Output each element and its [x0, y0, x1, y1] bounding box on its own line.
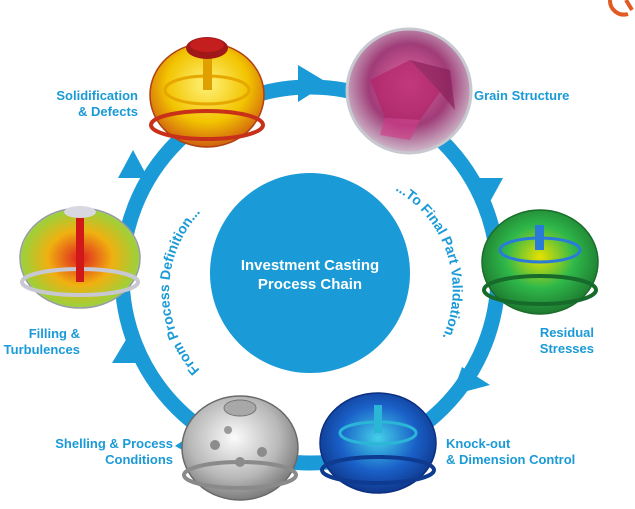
label-residual-stresses: Residual Stresses [534, 325, 594, 357]
label-shelling: Shelling & Process Conditions [10, 436, 173, 468]
arc-left-text: From Process Definition... [156, 203, 203, 378]
label-solidification-line2: & Defects [78, 104, 138, 119]
casting-part-filling-icon [19, 206, 141, 309]
arrow-downleft-icon [452, 367, 490, 395]
casting-part-residual-stress-icon [481, 209, 599, 315]
center-title-line1: Investment Casting [240, 257, 380, 274]
arrow-right-icon [298, 65, 328, 102]
label-filling-line2: Turbulences [3, 342, 80, 357]
label-residual-line1: Residual [539, 325, 594, 340]
arrow-up-left-icon [112, 333, 148, 363]
center-title-line2: Process Chain [257, 276, 363, 293]
label-shelling-line2: Conditions [105, 452, 173, 467]
label-filling-line1: Filling & [28, 326, 80, 341]
label-solidification-line1: Solidification [56, 88, 138, 103]
center-disc [210, 173, 410, 373]
label-solidification: Solidification & Defects [14, 88, 138, 120]
label-knockout: Knock-out & Dimension Control [446, 436, 575, 468]
casting-part-shelling-icon [181, 395, 299, 501]
label-grain-structure: Grain Structure [474, 88, 569, 104]
label-grain-structure-line1: Grain Structure [474, 88, 570, 103]
grain-structure-icon [345, 27, 473, 155]
casting-part-solidification-icon [149, 37, 265, 148]
center-title: Investment Casting Process Chain [205, 256, 415, 294]
arrow-down-icon [468, 178, 503, 209]
arrow-up-icon [118, 150, 148, 178]
label-knockout-line1: Knock-out [446, 436, 511, 451]
label-shelling-line1: Shelling & Process [55, 436, 173, 451]
casting-part-knockout-icon [319, 392, 437, 494]
label-residual-line2: Stresses [539, 341, 594, 356]
brand-logo-fragment [608, 0, 634, 17]
label-filling: Filling & Turbulences [0, 326, 80, 358]
label-knockout-line2: & Dimension Control [446, 452, 576, 467]
